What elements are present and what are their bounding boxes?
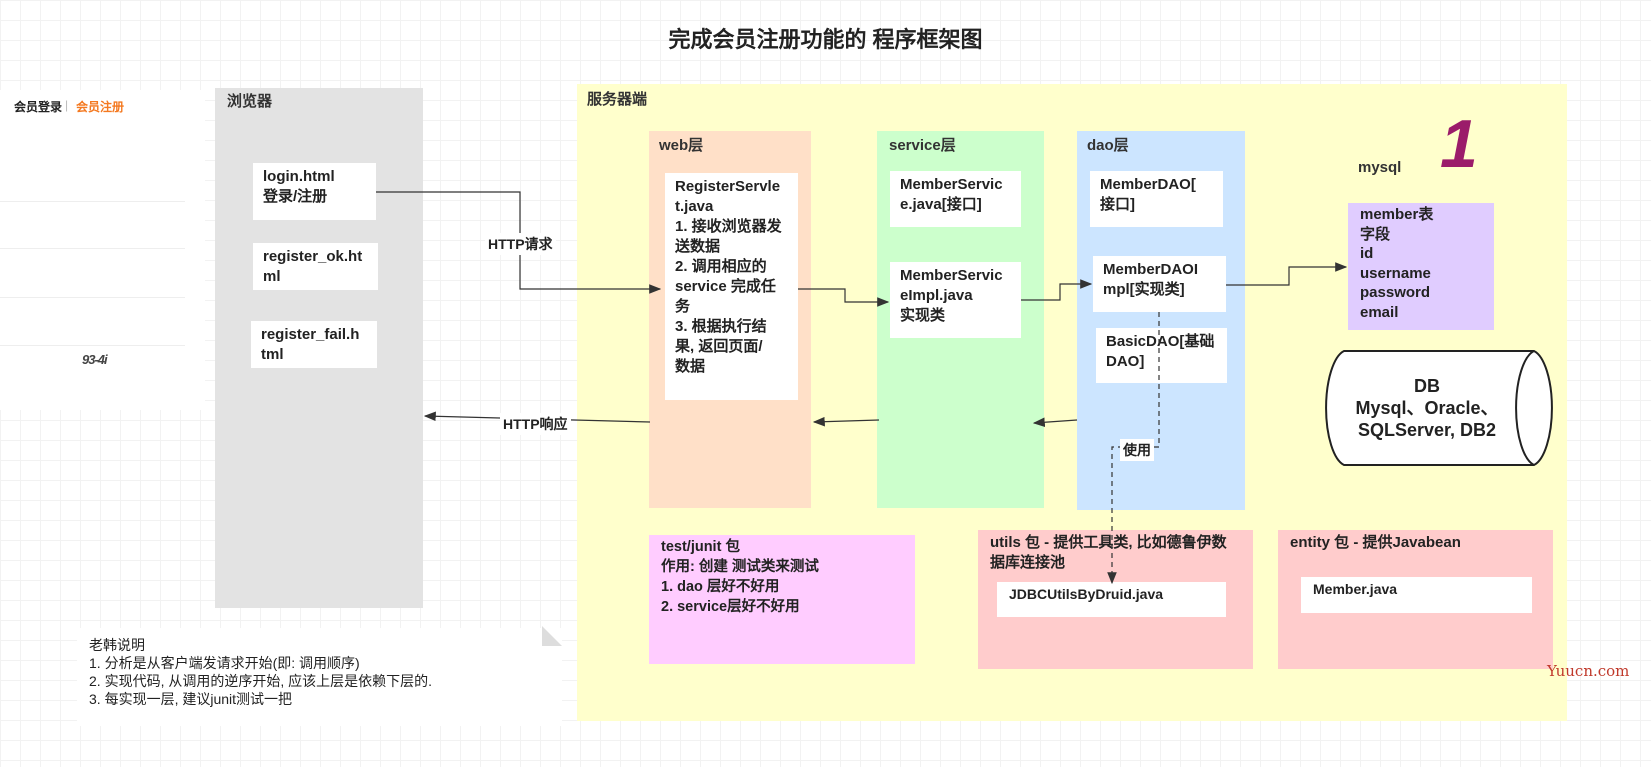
member-dao-impl-box: MemberDAOI mpl[实现类] — [1093, 256, 1226, 312]
diagram-title: 完成会员注册功能的 程序框架图 — [668, 27, 983, 52]
http-request-label: HTTP请求 — [485, 233, 556, 255]
jdbc-utils-box: JDBCUtilsByDruid.java — [997, 582, 1226, 617]
http-response-label: HTTP响应 — [500, 413, 571, 435]
register-fail-html-box: register_fail.h tml — [251, 321, 377, 368]
web-layer-label: web层 — [659, 137, 704, 154]
db-line-3: SQLServer, DB2 — [1357, 420, 1497, 440]
member-dao-box: MemberDAO[ 接口] — [1090, 171, 1223, 227]
db-text: DB Mysql、Oracle、 SQLServer, DB2 — [1320, 375, 1534, 441]
register-servlet-box: RegisterServle t.java 1. 接收浏览器发 送数据 2. 调… — [665, 173, 798, 400]
service-layer-label: service层 — [889, 137, 956, 154]
db-cylinder-shape — [1325, 350, 1553, 466]
captcha-field[interactable] — [0, 322, 185, 346]
username-field[interactable] — [0, 178, 185, 202]
tab-login[interactable]: 会员登录 — [14, 100, 63, 114]
db-line-1: DB — [1414, 376, 1440, 396]
email-field[interactable] — [0, 274, 185, 298]
note-fold-icon — [542, 626, 562, 646]
server-label: 服务器端 — [587, 91, 648, 108]
entity-package-label: entity 包 - 提供Javabean — [1290, 534, 1461, 551]
login-html-box: login.html 登录/注册 — [253, 163, 376, 220]
basic-dao-box: BasicDAO[基础 DAO] — [1096, 328, 1227, 383]
member-table-box: member表 字段 id username password email — [1348, 203, 1494, 330]
member-service-box: MemberServic e.java[接口] — [890, 171, 1021, 227]
captcha-image[interactable]: 93-4i — [82, 352, 108, 367]
note-box: 老韩说明 1. 分析是从客户端发请求开始(即: 调用顺序) 2. 实现代码, 从… — [77, 626, 562, 726]
use-label: 使用 — [1120, 439, 1154, 461]
big-number-one: 1 — [1440, 106, 1478, 182]
tab-register[interactable]: 会员注册 — [76, 100, 125, 114]
utils-package-label: utils 包 - 提供工具类, 比如德鲁伊数 据库连接池 — [990, 534, 1227, 571]
dao-layer-label: dao层 — [1087, 137, 1129, 154]
tab-separator: | — [65, 98, 69, 112]
password-field[interactable] — [0, 225, 185, 249]
db-line-2: Mysql、Oracle、 — [1355, 398, 1499, 418]
browser-label: 浏览器 — [227, 93, 273, 110]
watermark: Yuucn.com — [1547, 662, 1630, 680]
mysql-label: mysql — [1358, 159, 1402, 176]
note-text: 老韩说明 1. 分析是从客户端发请求开始(即: 调用顺序) 2. 实现代码, 从… — [89, 637, 433, 707]
test-junit-package: test/junit 包 作用: 创建 测试类来测试 1. dao 层好不好用 … — [649, 535, 915, 664]
member-service-impl-box: MemberServic eImpl.java 实现类 — [890, 262, 1021, 338]
login-panel: 会员登录 | 会员注册 93-4i — [0, 90, 205, 410]
register-ok-html-box: register_ok.ht ml — [253, 243, 378, 290]
member-java-box: Member.java — [1301, 577, 1532, 613]
